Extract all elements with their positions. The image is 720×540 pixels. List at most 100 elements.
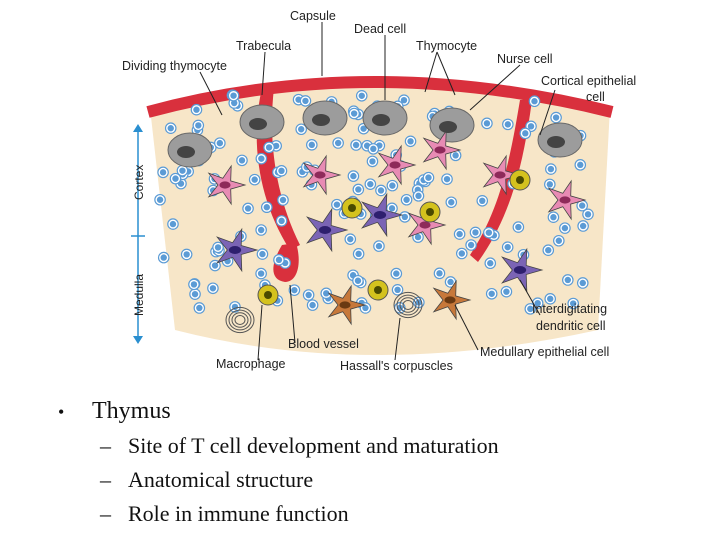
thymocyte-nucleus: [527, 123, 535, 130]
thymocyte-nucleus: [504, 243, 511, 251]
thymocyte-nucleus: [347, 235, 354, 243]
thymocyte-nucleus: [354, 277, 362, 284]
thymocyte-nucleus: [278, 217, 285, 225]
thymus-diagram: Cortex Medulla Capsule Dead cell Trabecu…: [122, 9, 636, 373]
thymocyte-nucleus: [394, 286, 401, 294]
thymocyte-nucleus: [425, 174, 432, 181]
hassalls-corpuscle: [399, 297, 417, 313]
nurse-cell-nucleus: [372, 114, 390, 126]
hassalls-corpuscle: [402, 300, 414, 310]
hassalls-corpuscle: [393, 291, 423, 319]
label-blood-vessel: Blood vessel: [288, 337, 359, 351]
thymocyte-nucleus: [522, 130, 529, 137]
thymocyte-nucleus: [358, 92, 365, 99]
label-medullary-epithelial: Medullary epithelial cell: [480, 345, 609, 359]
thymocyte-nucleus: [302, 97, 309, 105]
thymocyte-nucleus: [238, 157, 246, 164]
leader-lines: [199, 22, 556, 361]
hassalls-corpuscle: [225, 306, 255, 334]
thymocyte-nucleus: [579, 279, 586, 287]
thymocyte-nucleus: [350, 172, 357, 180]
macrophage-nucleus: [264, 291, 272, 299]
thymocyte-nucleus: [172, 175, 179, 182]
thymocyte-nucleus: [259, 250, 266, 258]
thymocyte-nucleus: [193, 106, 200, 113]
thymocyte-nucleus: [308, 141, 316, 149]
axis-label-medulla: Medulla: [132, 274, 146, 316]
nurse-cell-nucleus: [249, 118, 267, 130]
nurse-cell-nucleus: [177, 146, 195, 158]
thymocyte-nucleus: [534, 299, 541, 307]
thymocyte-nucleus: [570, 300, 577, 307]
thymocyte-nucleus: [251, 176, 258, 183]
thymocyte-nucleus: [230, 92, 237, 99]
sub-bullet: – Anatomical structure: [100, 463, 698, 497]
thymocyte-nucleus: [488, 290, 495, 297]
thymocyte-nucleus: [179, 167, 186, 174]
thymocyte-nucleus: [577, 161, 584, 169]
thymocyte-nucleus: [389, 182, 396, 189]
label-nurse-cell: Nurse cell: [497, 52, 553, 66]
thymocyte-nucleus: [323, 290, 330, 297]
sub-bullet-text: Anatomical structure: [128, 467, 314, 492]
thymocyte-nucleus: [467, 241, 475, 249]
bullet-list: • Thymus – Site of T cell development an…: [58, 394, 698, 531]
thymocyte-nucleus: [403, 196, 410, 203]
thymocyte-nucleus: [216, 139, 224, 147]
bullet-main-text: Thymus: [92, 398, 171, 424]
thymocyte-nucleus: [211, 262, 219, 269]
thymocyte-nucleus: [436, 270, 443, 277]
sub-bullet: – Site of T cell development and maturat…: [100, 429, 698, 463]
axis-arrow-bottom: [133, 336, 143, 344]
thymocyte-nucleus: [231, 99, 238, 107]
sub-bullet-text: Site of T cell development and maturatio…: [128, 433, 499, 458]
thymocyte-nucleus: [388, 205, 396, 212]
thymocyte-nucleus: [550, 214, 557, 221]
hassalls-corpuscle: [396, 294, 420, 316]
thymocyte-nucleus: [487, 260, 494, 267]
medullary-epithelial-cell-nucleus: [444, 296, 456, 304]
axis-label-cortex: Cortex: [132, 165, 146, 200]
thymocyte-nucleus: [452, 152, 459, 159]
cortical-epithelial-cell-nucleus: [494, 171, 506, 179]
macrophage-nucleus: [374, 286, 382, 294]
cortical-epithelial-cell-nucleus: [314, 171, 326, 179]
thymocyte-nucleus: [443, 175, 451, 183]
cortical-epithelial-cell-nucleus: [389, 161, 401, 169]
label-capsule: Capsule: [290, 9, 336, 23]
hassalls-corpuscle: [231, 312, 249, 328]
trabecula-right: [470, 100, 532, 262]
thymocyte-nucleus: [448, 199, 455, 206]
bullet-dot: •: [58, 402, 65, 422]
medullary-epithelial-cell-nucleus: [339, 301, 351, 309]
thymocyte-nucleus: [183, 251, 190, 258]
thymocyte-nucleus: [415, 192, 422, 200]
thymocyte-nucleus: [195, 122, 202, 129]
thymocyte-nucleus: [265, 144, 273, 151]
thymocyte-nucleus: [209, 285, 217, 292]
hassalls-corpuscle: [228, 309, 252, 331]
thymocyte-nucleus: [546, 181, 554, 188]
label-thymocyte: Thymocyte: [416, 39, 477, 53]
label-macrophage: Macrophage: [216, 357, 286, 371]
thymocyte-nucleus: [400, 96, 408, 104]
thymocyte-nucleus: [531, 98, 538, 105]
label-dead-cell: Dead cell: [354, 22, 406, 36]
thymocyte-nucleus: [214, 244, 222, 251]
thymocyte-nucleus: [393, 270, 400, 277]
bullet-main: • Thymus: [58, 394, 698, 429]
label-dividing-thymocyte: Dividing thymocyte: [122, 59, 227, 73]
thymocyte-nucleus: [456, 230, 463, 238]
thymocyte-nucleus: [547, 295, 554, 303]
label-interdigitating-1: Interdigitating: [532, 302, 607, 316]
thymocyte-nucleus: [355, 250, 362, 258]
cells-layer: [154, 89, 594, 334]
thymocyte-nucleus: [545, 246, 552, 254]
thymocyte-nucleus: [503, 288, 510, 295]
thymocyte-nucleus: [196, 304, 203, 312]
thymocyte-nucleus: [360, 125, 367, 132]
cortical-epithelial-cell-nucleus: [419, 221, 431, 229]
thymocyte-nucleus: [485, 229, 493, 236]
label-cortical-epithelial-2: cell: [586, 90, 605, 104]
label-hassalls-corpuscles: Hassall's corpuscles: [340, 359, 453, 373]
